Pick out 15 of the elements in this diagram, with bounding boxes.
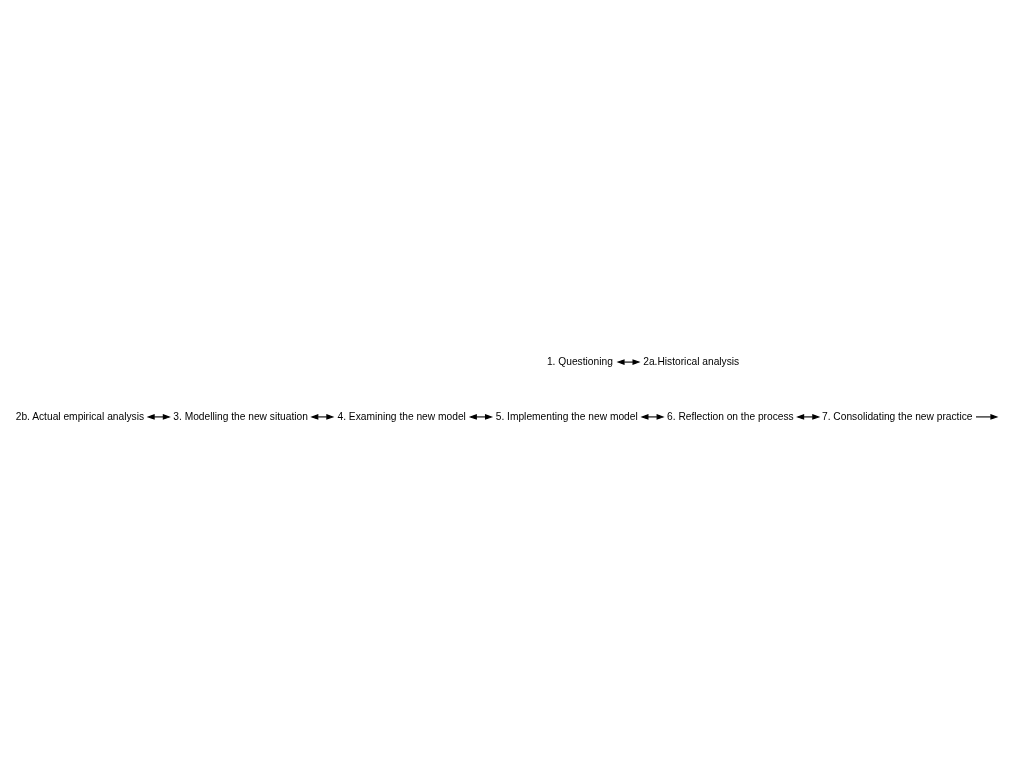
arrow — [146, 413, 171, 420]
node-text: 5. Implementing the new model — [495, 410, 638, 422]
node-text: 3. Modelling the new situation — [173, 410, 308, 422]
node-text: 6. Reflection on the process — [667, 410, 794, 422]
arrow — [640, 413, 665, 420]
arrow — [796, 413, 821, 420]
arrow — [310, 413, 335, 420]
node-text: 2b. Actual empirical analysis — [15, 410, 145, 422]
node-text: 4. Examining the new model — [337, 410, 466, 422]
arrow — [468, 413, 494, 420]
node-text: 2a.Historical analysis — [643, 355, 740, 367]
node-text: 7. Consolidating the new practice — [822, 410, 973, 422]
arrow — [975, 413, 999, 420]
node-text: 1. Questioning — [546, 355, 613, 367]
arrow — [616, 358, 641, 365]
